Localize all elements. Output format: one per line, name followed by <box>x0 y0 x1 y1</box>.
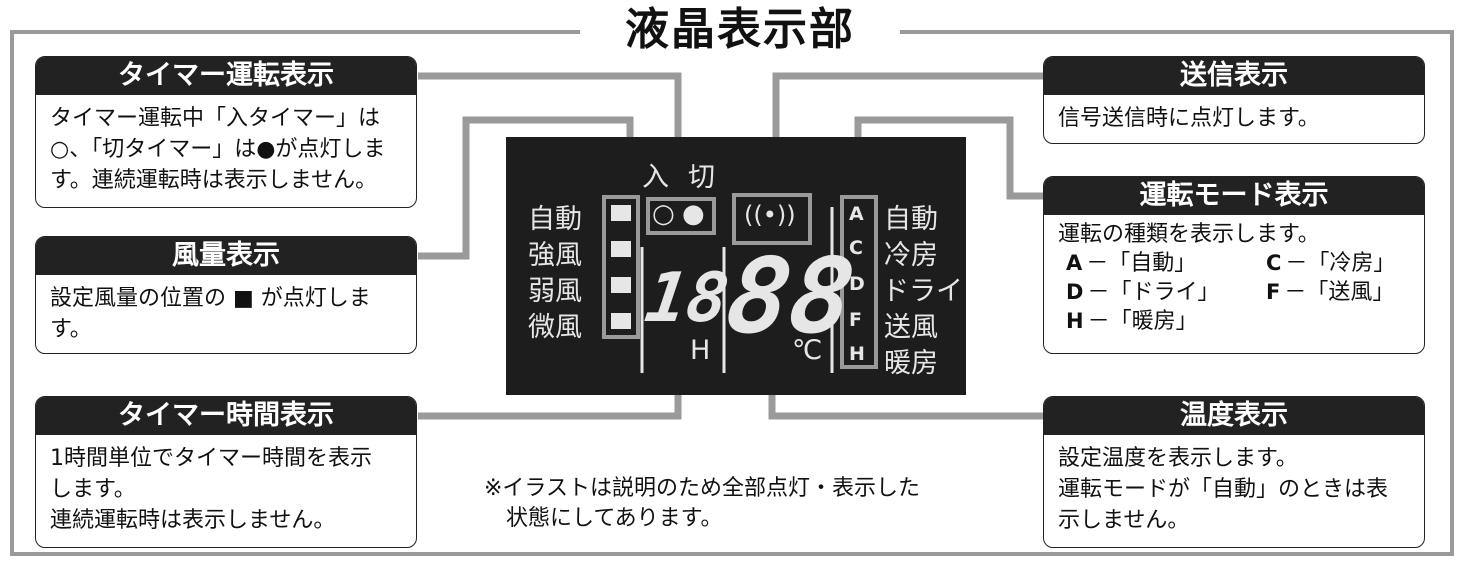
off-timer-circle-filled: ● <box>682 199 705 229</box>
mode-letter-h: H <box>849 343 865 365</box>
temp-header: 温度表示 <box>1044 397 1424 435</box>
temp-unit: ℃ <box>792 335 823 366</box>
temp-line-1: 設定温度を表示します。 <box>1058 446 1298 471</box>
note-line-2: 状態にしてあります。 <box>506 506 723 531</box>
fan-bar-3 <box>611 277 631 293</box>
mode-legend-c: C－「冷房」 <box>1266 251 1396 276</box>
timer-run-line-1: タイマー運転中「入タイマー」は <box>50 106 381 131</box>
timer-run-line-3: す。連続運転時は表示しません。 <box>50 168 378 193</box>
on-timer-circle-open: ○ <box>652 199 675 229</box>
page-title: 液晶表示部 <box>580 0 900 62</box>
timer-time-line-3: 連続運転時は表示しません。 <box>50 508 336 533</box>
mode-legend: A－「自動」 C－「冷房」 D－「ドライ」 F－「送風」 H－「暖房」 <box>1058 249 1410 336</box>
timer-time-line-1: 1時間単位でタイマー時間を表示 <box>50 446 372 471</box>
mode-header: 運転モード表示 <box>1044 177 1424 215</box>
fan-line-1: 設定風量の位置の ■ が点灯しま <box>50 286 371 311</box>
mode-box: 運転モード表示 運転の種類を表示します。 A－「自動」 C－「冷房」 D－「ドラ… <box>1043 176 1425 354</box>
fan-level-weak: 弱風 <box>528 276 582 307</box>
timer-run-line-2: ○、「切タイマー」は●が点灯しま <box>50 137 386 162</box>
fan-bar-4 <box>611 313 631 329</box>
temp-box: 温度表示 設定温度を表示します。 運転モードが「自動」のときは表 示しません。 <box>1043 396 1425 548</box>
send-header: 送信表示 <box>1044 57 1424 95</box>
mode-name-dry: ドライ <box>882 276 963 307</box>
lcd-panel: 入 切 自動 強風 弱風 微風 ○ ● ((•)) 18 H 88 ℃ A C … <box>506 137 966 395</box>
temp-line-2: 運転モードが「自動」のときは表 <box>1058 477 1389 502</box>
mode-letter-d: D <box>849 273 865 295</box>
fan-bar-2 <box>611 241 631 257</box>
mode-name-cool: 冷房 <box>884 240 938 271</box>
timer-run-box: タイマー運転表示 タイマー運転中「入タイマー」は ○、「切タイマー」は●が点灯し… <box>35 56 417 208</box>
note-line-1: ※イラストは説明のため全部点灯・表示した <box>484 476 920 501</box>
timer-digits: 18 <box>640 259 734 338</box>
send-line-1: 信号送信時に点灯します。 <box>1058 106 1320 131</box>
on-timer-label: 入 <box>642 162 669 193</box>
fan-bar-1 <box>611 205 631 221</box>
temp-line-3: 示しません。 <box>1058 508 1190 533</box>
off-timer-label: 切 <box>688 162 715 193</box>
fan-indicator-bars <box>602 193 878 373</box>
fan-line-2: す。 <box>50 317 92 342</box>
fan-level-auto: 自動 <box>528 204 582 235</box>
temp-digits: 88 <box>719 235 862 357</box>
fan-level-low: 微風 <box>528 312 582 343</box>
mode-legend-h: H－「暖房」 <box>1066 309 1198 334</box>
mode-legend-a: A－「自動」 <box>1066 251 1197 276</box>
timer-time-line-2: します。 <box>50 477 136 502</box>
timer-time-header: タイマー時間表示 <box>36 397 416 435</box>
mode-letter-c: C <box>849 237 863 259</box>
mode-legend-f: F－「送風」 <box>1266 280 1395 305</box>
fan-box: 風量表示 設定風量の位置の ■ が点灯しま す。 <box>35 236 417 354</box>
illustration-note: ※イラストは説明のため全部点灯・表示した 状態にしてあります。 <box>484 474 920 534</box>
mode-letter-a: A <box>849 203 864 225</box>
fan-level-strong: 強風 <box>528 240 582 271</box>
mode-intro: 運転の種類を表示します。 <box>1058 222 1320 247</box>
mode-name-heat: 暖房 <box>884 348 938 379</box>
mode-legend-d: D－「ドライ」 <box>1066 280 1220 305</box>
timer-time-box: タイマー時間表示 1時間単位でタイマー時間を表示 します。 連続運転時は表示しま… <box>35 396 417 548</box>
mode-name-auto: 自動 <box>884 204 938 235</box>
mode-letter-f: F <box>849 309 862 331</box>
signal-icon: ((•)) <box>744 201 796 229</box>
fan-header: 風量表示 <box>36 237 416 275</box>
hour-unit: H <box>690 335 711 366</box>
send-box: 送信表示 信号送信時に点灯します。 <box>1043 56 1425 144</box>
mode-name-fan: 送風 <box>884 312 938 343</box>
timer-run-header: タイマー運転表示 <box>36 57 416 95</box>
